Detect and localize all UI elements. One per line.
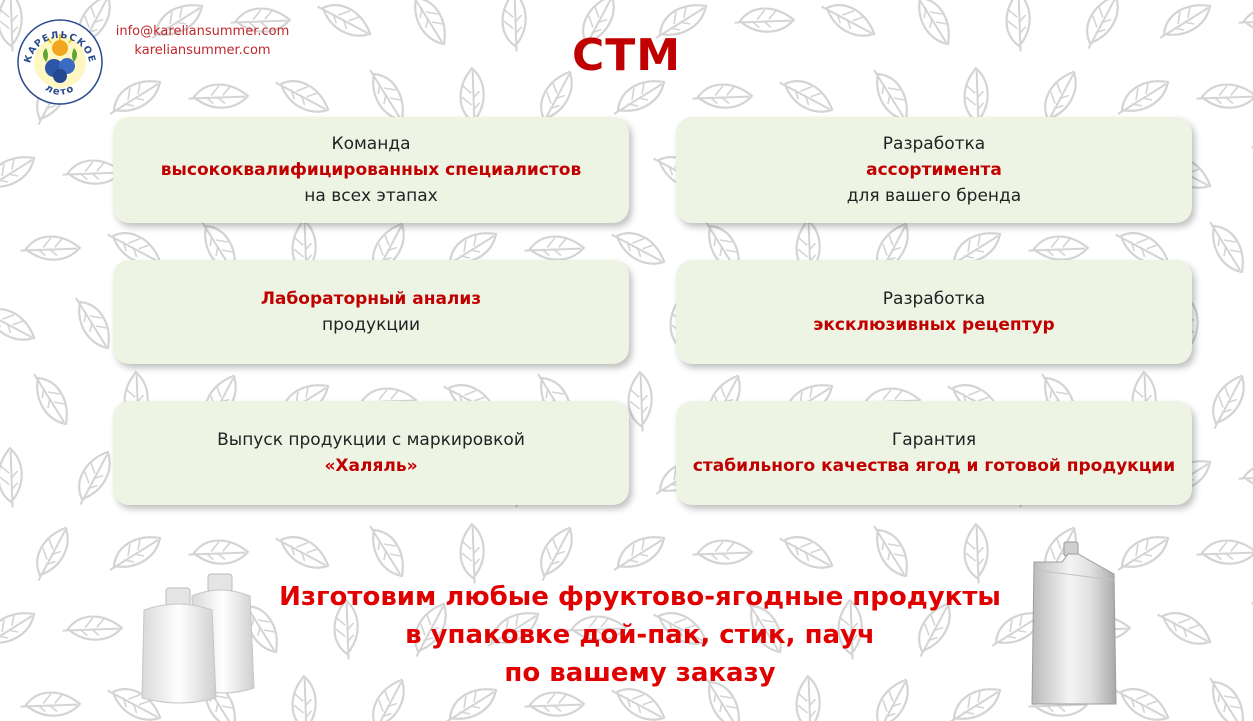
brand-logo: КАРЕЛЬСКОЕ лето: [17, 19, 103, 105]
leaf-icon: [0, 612, 36, 648]
logo-text-bottom: лето: [43, 83, 75, 98]
contact-block: info@kareliansummer.com kareliansummer.c…: [110, 22, 295, 60]
leaf-icon: [1208, 676, 1244, 721]
slogan-line1: Изготовим любые фруктово-ягодные продукт…: [279, 582, 1001, 612]
leaf-icon: [1239, 298, 1253, 354]
card-assortment: Разработка ассортимента для вашего бренд…: [676, 117, 1192, 223]
leaf-icon: [1195, 525, 1253, 581]
card-team-line1: Команда: [331, 134, 411, 154]
leaf-icon: [74, 296, 110, 350]
leaf-icon: [108, 80, 162, 116]
leaf-icon: [778, 521, 834, 583]
leaf-icon: [0, 446, 39, 509]
card-team: Команда высококвалифицированных специали…: [113, 117, 629, 223]
leaf-icon: [1116, 80, 1170, 116]
leaf-icon: [525, 526, 587, 582]
card-halal: Выпуск продукции с маркировкой «Халяль»: [113, 401, 629, 505]
leaf-icon: [19, 677, 82, 721]
leaf-icon: [612, 536, 666, 572]
leaf-icon: [274, 521, 330, 583]
card-quality-line2: стабильного качества ягод и готовой прод…: [692, 456, 1176, 476]
slogan-line2: в упаковке дой-пак, стик, пауч: [405, 620, 875, 650]
card-assortment-line1: Разработка: [882, 134, 986, 154]
card-quality: Гарантия стабильного качества ягод и гот…: [676, 401, 1192, 505]
leaf-icon: [948, 688, 1002, 721]
contact-site[interactable]: kareliansummer.com: [134, 43, 271, 58]
leaf-icon: [949, 522, 1005, 585]
leaf-icon: [444, 688, 498, 721]
card-lab-line2: продукции: [321, 315, 421, 335]
leaf-icon: [612, 80, 666, 116]
leaf-icon: [0, 156, 36, 192]
svg-text:лето: лето: [43, 83, 77, 98]
leaf-icon: [21, 526, 83, 582]
page-title: СТМ: [571, 30, 682, 81]
leaf-icon: [872, 524, 908, 578]
card-recipes-line1: Разработка: [882, 289, 986, 309]
card-halal-line1: Выпуск продукции с маркировкой: [217, 430, 525, 450]
leaf-icon: [445, 522, 501, 585]
leaf-icon: [1116, 536, 1170, 572]
pouch-pack-icon: [141, 573, 255, 704]
card-recipes: Разработка эксклюзивных рецептур: [676, 260, 1192, 364]
card-team-line3: на всех этапах: [304, 186, 438, 206]
leaf-icon: [1208, 220, 1244, 274]
leaf-icon: [1156, 597, 1212, 659]
card-team-line2: высококвалифицированных специалистов: [160, 160, 582, 180]
leaf-icon: [61, 601, 124, 657]
leaf-icon: [1197, 374, 1253, 430]
leaf-icon: [368, 524, 404, 578]
doypack-icon: [1031, 541, 1117, 705]
leaf-icon: [108, 536, 162, 572]
slogan-line3: по вашему заказу: [504, 658, 776, 688]
card-assortment-line2: ассортимента: [866, 160, 1002, 180]
leaf-icon: [1237, 449, 1253, 505]
leaf-icon: [32, 372, 68, 426]
card-assortment-line3: для вашего бренда: [846, 186, 1022, 206]
card-lab-analysis: Лабораторный анализ продукции: [113, 260, 629, 364]
leaf-icon: [0, 293, 36, 355]
card-recipes-line2: эксклюзивных рецептур: [813, 315, 1055, 335]
slogan: Изготовим любые фруктово-ягодные продукт…: [250, 578, 1030, 692]
leaf-icon: [691, 525, 754, 581]
leaf-icon: [19, 221, 82, 277]
card-lab-line1: Лабораторный анализ: [260, 289, 482, 309]
card-quality-line1: Гарантия: [891, 430, 977, 450]
contact-email[interactable]: info@kareliansummer.com: [115, 24, 290, 39]
card-halal-line2: «Халяль»: [324, 456, 418, 476]
